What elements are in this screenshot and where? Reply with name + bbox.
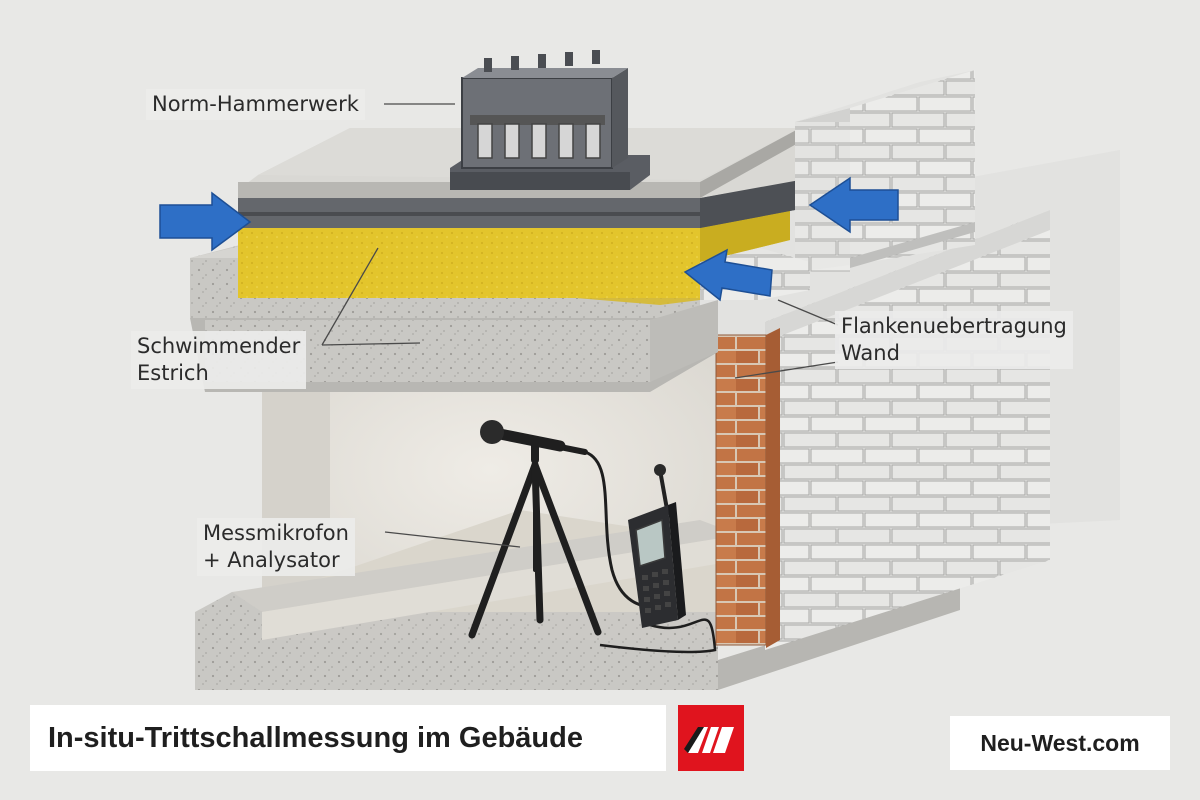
title-banner: In-situ-Trittschallmessung im Gebäude — [30, 705, 666, 771]
label-tapping-machine: Norm-Hammerwerk — [146, 89, 365, 120]
site-banner[interactable]: Neu-West.com — [950, 716, 1170, 770]
label-floating-screed-line2: Estrich — [137, 360, 300, 387]
label-flanking-line1: Flankenuebertragung — [841, 313, 1067, 340]
label-floating-screed-line1: Schwimmender — [137, 333, 300, 360]
site-link[interactable]: Neu-West.com — [980, 730, 1139, 757]
page-title: In-situ-Trittschallmessung im Gebäude — [30, 722, 583, 755]
label-mic-line1: Messmikrofon — [203, 520, 349, 547]
brick-column — [716, 335, 766, 645]
label-flanking-line2: Wand — [841, 340, 1067, 367]
label-floating-screed: Schwimmender Estrich — [131, 331, 306, 389]
tapping-machine — [450, 50, 650, 190]
label-flanking-transmission: Flankenuebertragung Wand — [835, 311, 1073, 369]
nw-logo-icon — [678, 705, 744, 771]
label-tapping-machine-text: Norm-Hammerwerk — [152, 92, 359, 116]
label-measurement-mic: Messmikrofon + Analysator — [197, 518, 355, 576]
microphone-head — [480, 420, 504, 444]
label-mic-line2: + Analysator — [203, 547, 349, 574]
